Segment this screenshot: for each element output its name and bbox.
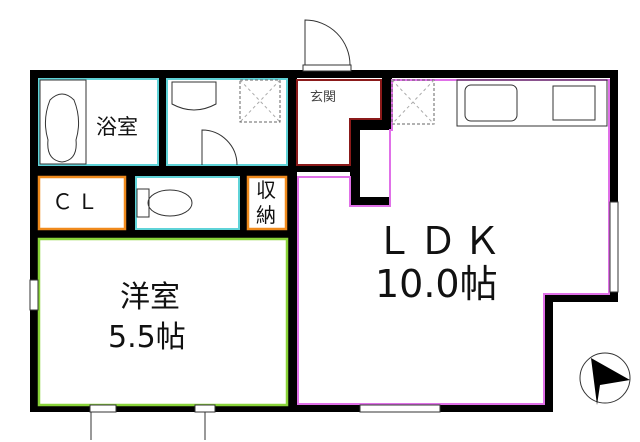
ldk-label: ＬＤＫ	[375, 219, 508, 263]
wall	[38, 165, 297, 176]
western-room	[37, 237, 289, 407]
bathtub-icon	[39, 79, 87, 165]
kitchen-counter	[456, 79, 608, 127]
front-door-icon	[304, 19, 351, 66]
entrance-label: 玄関	[310, 90, 337, 105]
washer-space-icon	[239, 79, 281, 123]
window	[29, 279, 39, 311]
window	[359, 404, 441, 413]
washbasin-icon	[171, 81, 217, 111]
fridge-space-icon	[391, 79, 435, 125]
fridge-space-icon	[391, 79, 435, 125]
storage-label-1: 収	[256, 178, 276, 202]
closet-label: ＣＬ	[52, 190, 102, 214]
bathtub-icon	[44, 93, 80, 163]
wall	[158, 78, 167, 168]
front-door-frame	[302, 64, 352, 72]
bath-label: 浴室	[96, 115, 138, 139]
window	[194, 404, 216, 413]
wall	[38, 230, 297, 238]
storage-room	[246, 175, 288, 231]
wall	[126, 176, 135, 230]
bath-room	[38, 78, 159, 166]
toilet-icon	[147, 189, 193, 217]
toilet-room	[135, 176, 240, 230]
wall	[287, 78, 297, 408]
window	[609, 201, 619, 293]
storage-label-2: 納	[256, 203, 276, 227]
window	[89, 404, 117, 413]
western-room-label: 洋室	[120, 280, 180, 315]
sink-icon	[464, 84, 518, 122]
stove-icon	[552, 85, 596, 121]
western-room-size: 5.5帖	[108, 320, 186, 355]
wall	[297, 78, 392, 206]
north-arrow-icon	[591, 358, 630, 405]
door-icon	[201, 129, 238, 166]
entrance-area	[296, 79, 382, 166]
washer-space-icon	[239, 79, 281, 123]
closet-room	[37, 175, 127, 231]
wall	[240, 176, 247, 230]
toilet-tank-icon	[136, 188, 150, 218]
ldk-size: 10.0帖	[375, 262, 498, 306]
ldk-room	[297, 79, 610, 405]
